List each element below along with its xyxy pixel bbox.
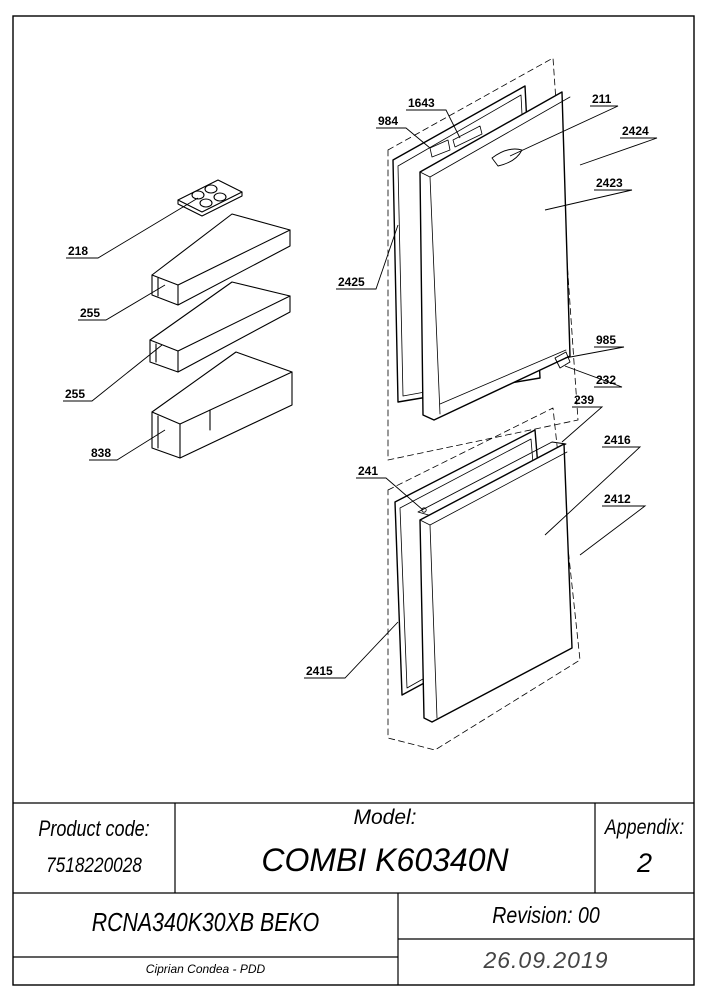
callout-985: 985 xyxy=(596,333,616,347)
part-255-shelf-upper xyxy=(151,213,291,306)
upper-door-envelope xyxy=(387,57,579,461)
lower-door-panel xyxy=(419,443,573,723)
part-239-profile xyxy=(417,441,567,517)
callout-2415: 2415 xyxy=(306,664,333,678)
lower-door-assembly xyxy=(387,407,581,751)
drawing-frame xyxy=(12,15,695,986)
door-shelves xyxy=(149,179,293,459)
part-241-screw xyxy=(421,507,427,513)
part-838-bottle-shelf xyxy=(151,351,293,459)
title-block-grid xyxy=(13,802,694,985)
model-value: COMBI K60340N xyxy=(261,842,509,878)
part-1643-cap xyxy=(452,125,483,148)
callout-211: 211 xyxy=(592,92,612,106)
part-985-hinge xyxy=(554,351,571,369)
appendix-label: Appendix: xyxy=(604,816,685,839)
upper-door-assembly xyxy=(387,57,579,461)
part-218-egg-tray xyxy=(177,179,243,217)
lower-door-envelope xyxy=(387,407,581,751)
appendix-value: 2 xyxy=(636,848,653,878)
author-name: Ciprian Condea - PDD xyxy=(145,962,266,976)
callout-labels: 984 1643 211 2424 2423 218 2425 255 985 … xyxy=(65,92,649,678)
callout-232: 232 xyxy=(596,373,616,387)
callout-218: 218 xyxy=(68,244,88,258)
model-label: Model: xyxy=(353,806,417,829)
callout-2424: 2424 xyxy=(622,124,649,138)
upper-door-panel xyxy=(419,91,571,421)
leader-lines xyxy=(63,105,658,679)
callout-239: 239 xyxy=(574,393,594,407)
callout-241: 241 xyxy=(358,464,378,478)
callout-838: 838 xyxy=(91,446,111,460)
product-code-label: Product code: xyxy=(38,816,150,841)
callout-984: 984 xyxy=(378,114,398,128)
revision-date: 26.09.2019 xyxy=(483,947,609,973)
callout-255-upper: 255 xyxy=(80,306,100,320)
variant-name: RCNA340K30XB BEKO xyxy=(91,907,320,937)
callout-2425: 2425 xyxy=(338,275,365,289)
revision: Revision: 00 xyxy=(492,902,600,928)
callout-2416: 2416 xyxy=(604,433,631,447)
part-255-shelf-lower xyxy=(149,281,291,373)
callout-1643: 1643 xyxy=(408,96,435,110)
product-code-value: 7518220028 xyxy=(46,854,142,877)
part-984-latch xyxy=(429,139,451,158)
callout-2423: 2423 xyxy=(596,176,623,190)
callout-255-lower: 255 xyxy=(65,387,85,401)
upper-door-gasket xyxy=(392,85,541,403)
callout-2412: 2412 xyxy=(604,492,631,506)
